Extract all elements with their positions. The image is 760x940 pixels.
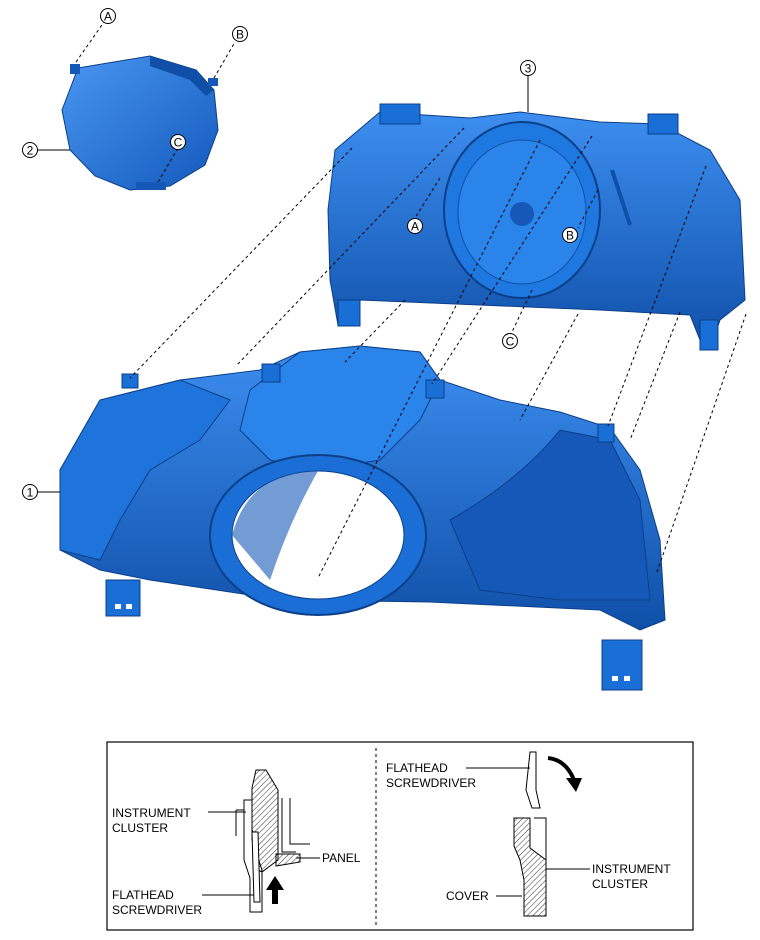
cluster-surround-part: [59, 345, 666, 691]
label-panel: PANEL: [322, 851, 361, 865]
callout-c-bottom: C: [502, 333, 518, 349]
label-flathead-left-2: SCREWDRIVER: [112, 903, 202, 917]
svg-text:B: B: [236, 28, 244, 42]
svg-text:1: 1: [27, 486, 34, 500]
label-cover: COVER: [446, 889, 489, 903]
detail-left-section: INSTRUMENT CLUSTER PANEL FLATHEAD SCREWD…: [112, 769, 361, 917]
callout-b-gauge: B: [562, 227, 578, 243]
label-flathead-right-2: SCREWDRIVER: [386, 776, 476, 790]
label-instrument-cluster-left-2: CLUSTER: [112, 821, 168, 835]
label-instrument-cluster-right-2: CLUSTER: [592, 877, 648, 891]
callout-part-2: 2: [22, 142, 38, 158]
callout-part-3: 3: [520, 60, 536, 76]
svg-text:3: 3: [525, 62, 532, 76]
label-flathead-left-1: FLATHEAD: [112, 888, 174, 902]
arrow-up-icon: [266, 876, 284, 904]
callout-c-top: C: [170, 134, 186, 150]
svg-text:2: 2: [27, 144, 34, 158]
assembly-guide-lines: [75, 21, 747, 579]
svg-text:C: C: [506, 335, 515, 349]
svg-text:C: C: [174, 136, 183, 150]
callout-b-top: B: [232, 26, 248, 42]
svg-text:A: A: [104, 10, 112, 24]
lens-cover-part: [61, 55, 219, 191]
instrument-cluster-part: [327, 103, 746, 351]
label-instrument-cluster-right-1: INSTRUMENT: [592, 862, 671, 876]
label-flathead-right-1: FLATHEAD: [386, 761, 448, 775]
label-instrument-cluster-left-1: INSTRUMENT: [112, 806, 191, 820]
svg-text:B: B: [566, 229, 574, 243]
callout-part-1: 1: [22, 484, 38, 500]
detail-box: [106, 741, 694, 931]
callout-a-top: A: [100, 8, 116, 24]
svg-text:A: A: [411, 220, 419, 234]
curved-arrow-icon: [547, 756, 576, 781]
callout-a-gauge: A: [407, 218, 423, 234]
detail-right-section: FLATHEAD SCREWDRIVER INSTRUMENT CLUSTER …: [386, 751, 671, 917]
